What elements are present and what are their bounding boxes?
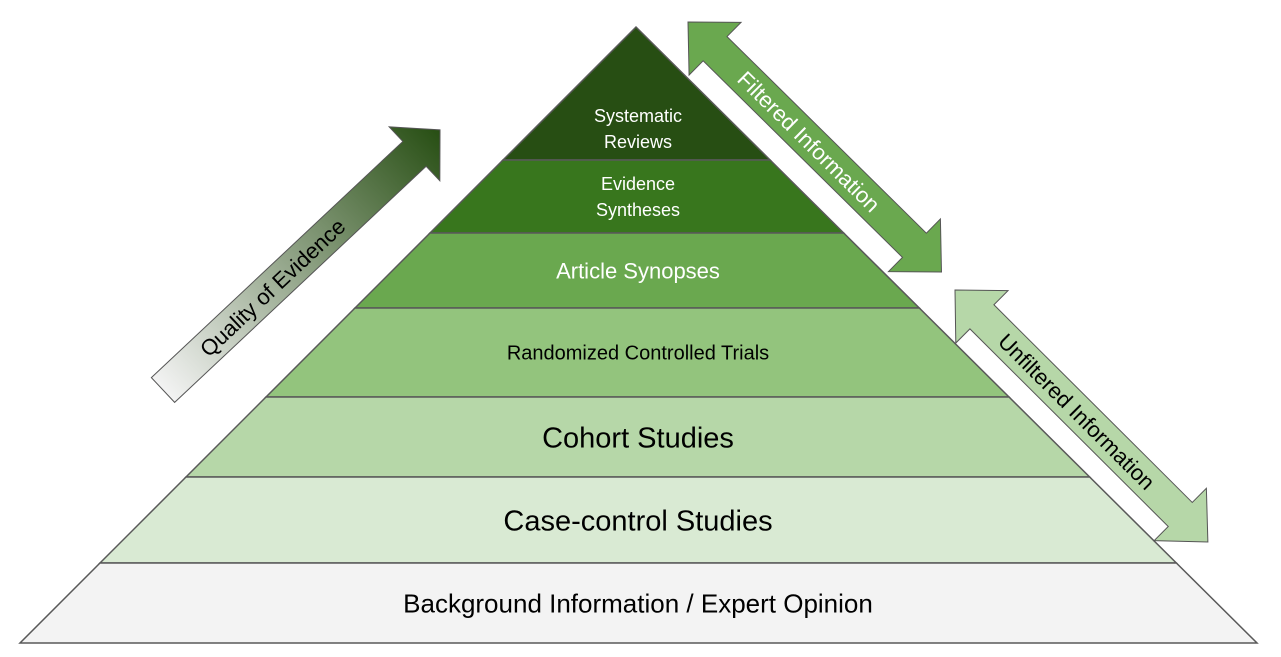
pyramid-layer-label: Syntheses [596, 200, 680, 220]
pyramid-layer-label: Case-control Studies [503, 505, 772, 537]
pyramid-layer-label: Evidence [601, 174, 675, 194]
pyramid-layer-label: Article Synopses [556, 258, 720, 283]
pyramid-layer-label: Cohort Studies [542, 422, 734, 454]
pyramid-layer-label: Background Information / Expert Opinion [403, 588, 873, 618]
pyramid-layer [428, 159, 846, 234]
pyramid-layer-label: Randomized Controlled Trials [507, 343, 769, 365]
pyramid-layer-label: Reviews [604, 132, 672, 152]
pyramid-layer-label: Systematic [594, 106, 682, 126]
pyramid-layer [18, 562, 1259, 644]
pyramid-layers: SystematicReviewsEvidenceSynthesesArticl… [18, 25, 1259, 644]
